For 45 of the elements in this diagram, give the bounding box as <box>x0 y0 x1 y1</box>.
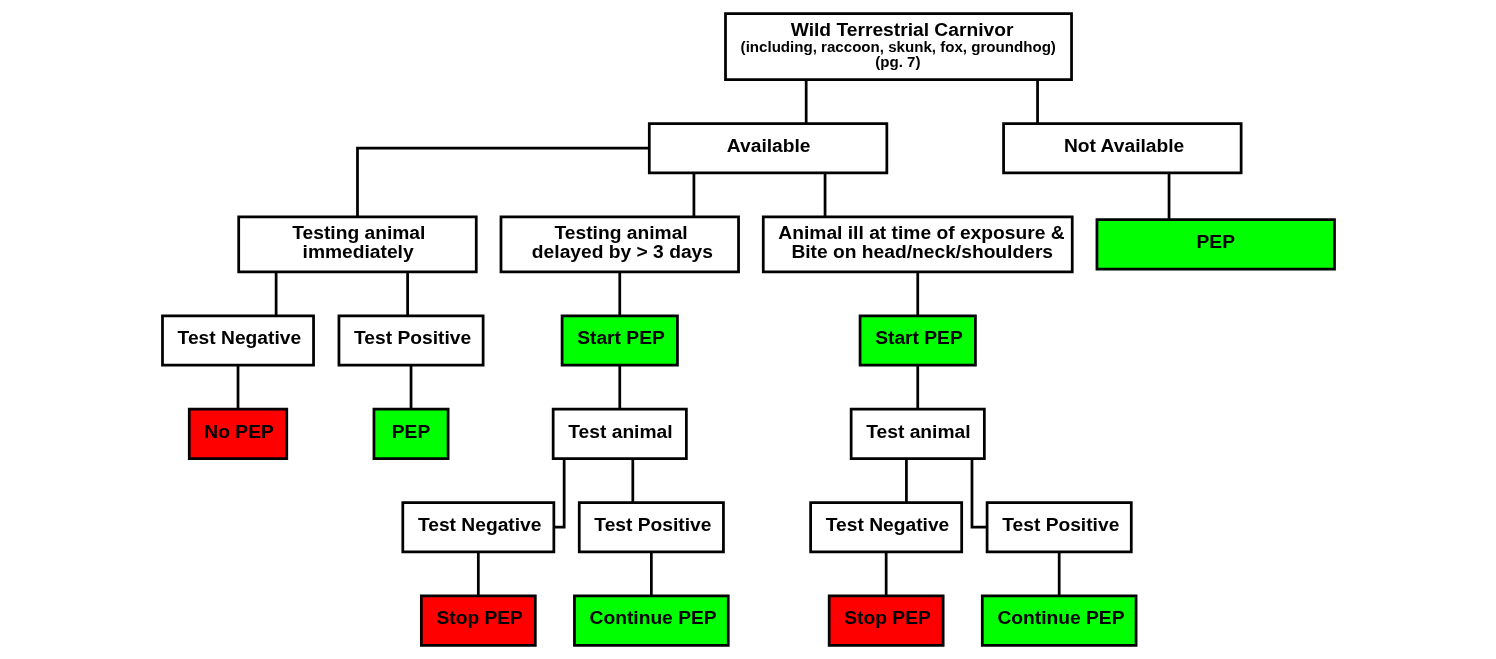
connector <box>823 173 826 217</box>
connector <box>405 272 409 316</box>
connector <box>915 365 919 409</box>
connector <box>476 552 480 596</box>
connector <box>970 458 987 529</box>
node-box: Stop PEP <box>419 594 537 647</box>
node-box: Stop PEP <box>827 594 945 647</box>
node-box: Test Negative <box>160 314 315 367</box>
node-box: Available <box>647 122 888 175</box>
connector <box>630 458 634 503</box>
node-box: Test animal <box>551 407 688 460</box>
node-box: Start PEP <box>560 314 679 367</box>
connector <box>884 552 888 596</box>
connector <box>915 272 919 316</box>
connector <box>804 79 808 124</box>
node-box: Testing animal delayed by > 3 days <box>499 215 740 274</box>
node-box: PEP <box>1095 218 1336 271</box>
node-box: No PEP <box>187 407 288 460</box>
node-box: Start PEP <box>858 314 977 367</box>
connector <box>692 173 695 217</box>
connector <box>617 272 621 316</box>
node-box: Test Negative <box>808 501 963 554</box>
node-box: Wild Terrestrial Carnivor (including, raccoon, skunk, fox, groundhog) (pg. 7) <box>723 12 1073 81</box>
connector <box>1057 552 1061 596</box>
node-box: Continue PEP <box>980 594 1137 647</box>
connector <box>617 365 621 409</box>
node-box: Test animal <box>849 407 986 460</box>
connector <box>904 458 908 503</box>
node-box: Test Negative <box>400 501 555 554</box>
connector <box>236 365 239 409</box>
connector <box>409 365 412 409</box>
connector <box>355 146 649 217</box>
node-box: Continue PEP <box>572 594 730 647</box>
node-box: Test Positive <box>337 314 484 367</box>
node-box: PEP <box>372 407 449 460</box>
connector <box>1167 173 1170 220</box>
node-box: Animal ill at time of exposure & Bite on head/neck/shoulders <box>761 215 1074 274</box>
connector <box>553 458 566 529</box>
node-box: Testing animal immediately <box>236 215 478 274</box>
node-box: Not Available <box>1001 122 1242 175</box>
connector <box>1035 79 1039 124</box>
connector <box>649 552 653 596</box>
connector <box>274 272 277 316</box>
node-box: Test Positive <box>985 501 1133 554</box>
node-box: Test Positive <box>577 501 725 554</box>
